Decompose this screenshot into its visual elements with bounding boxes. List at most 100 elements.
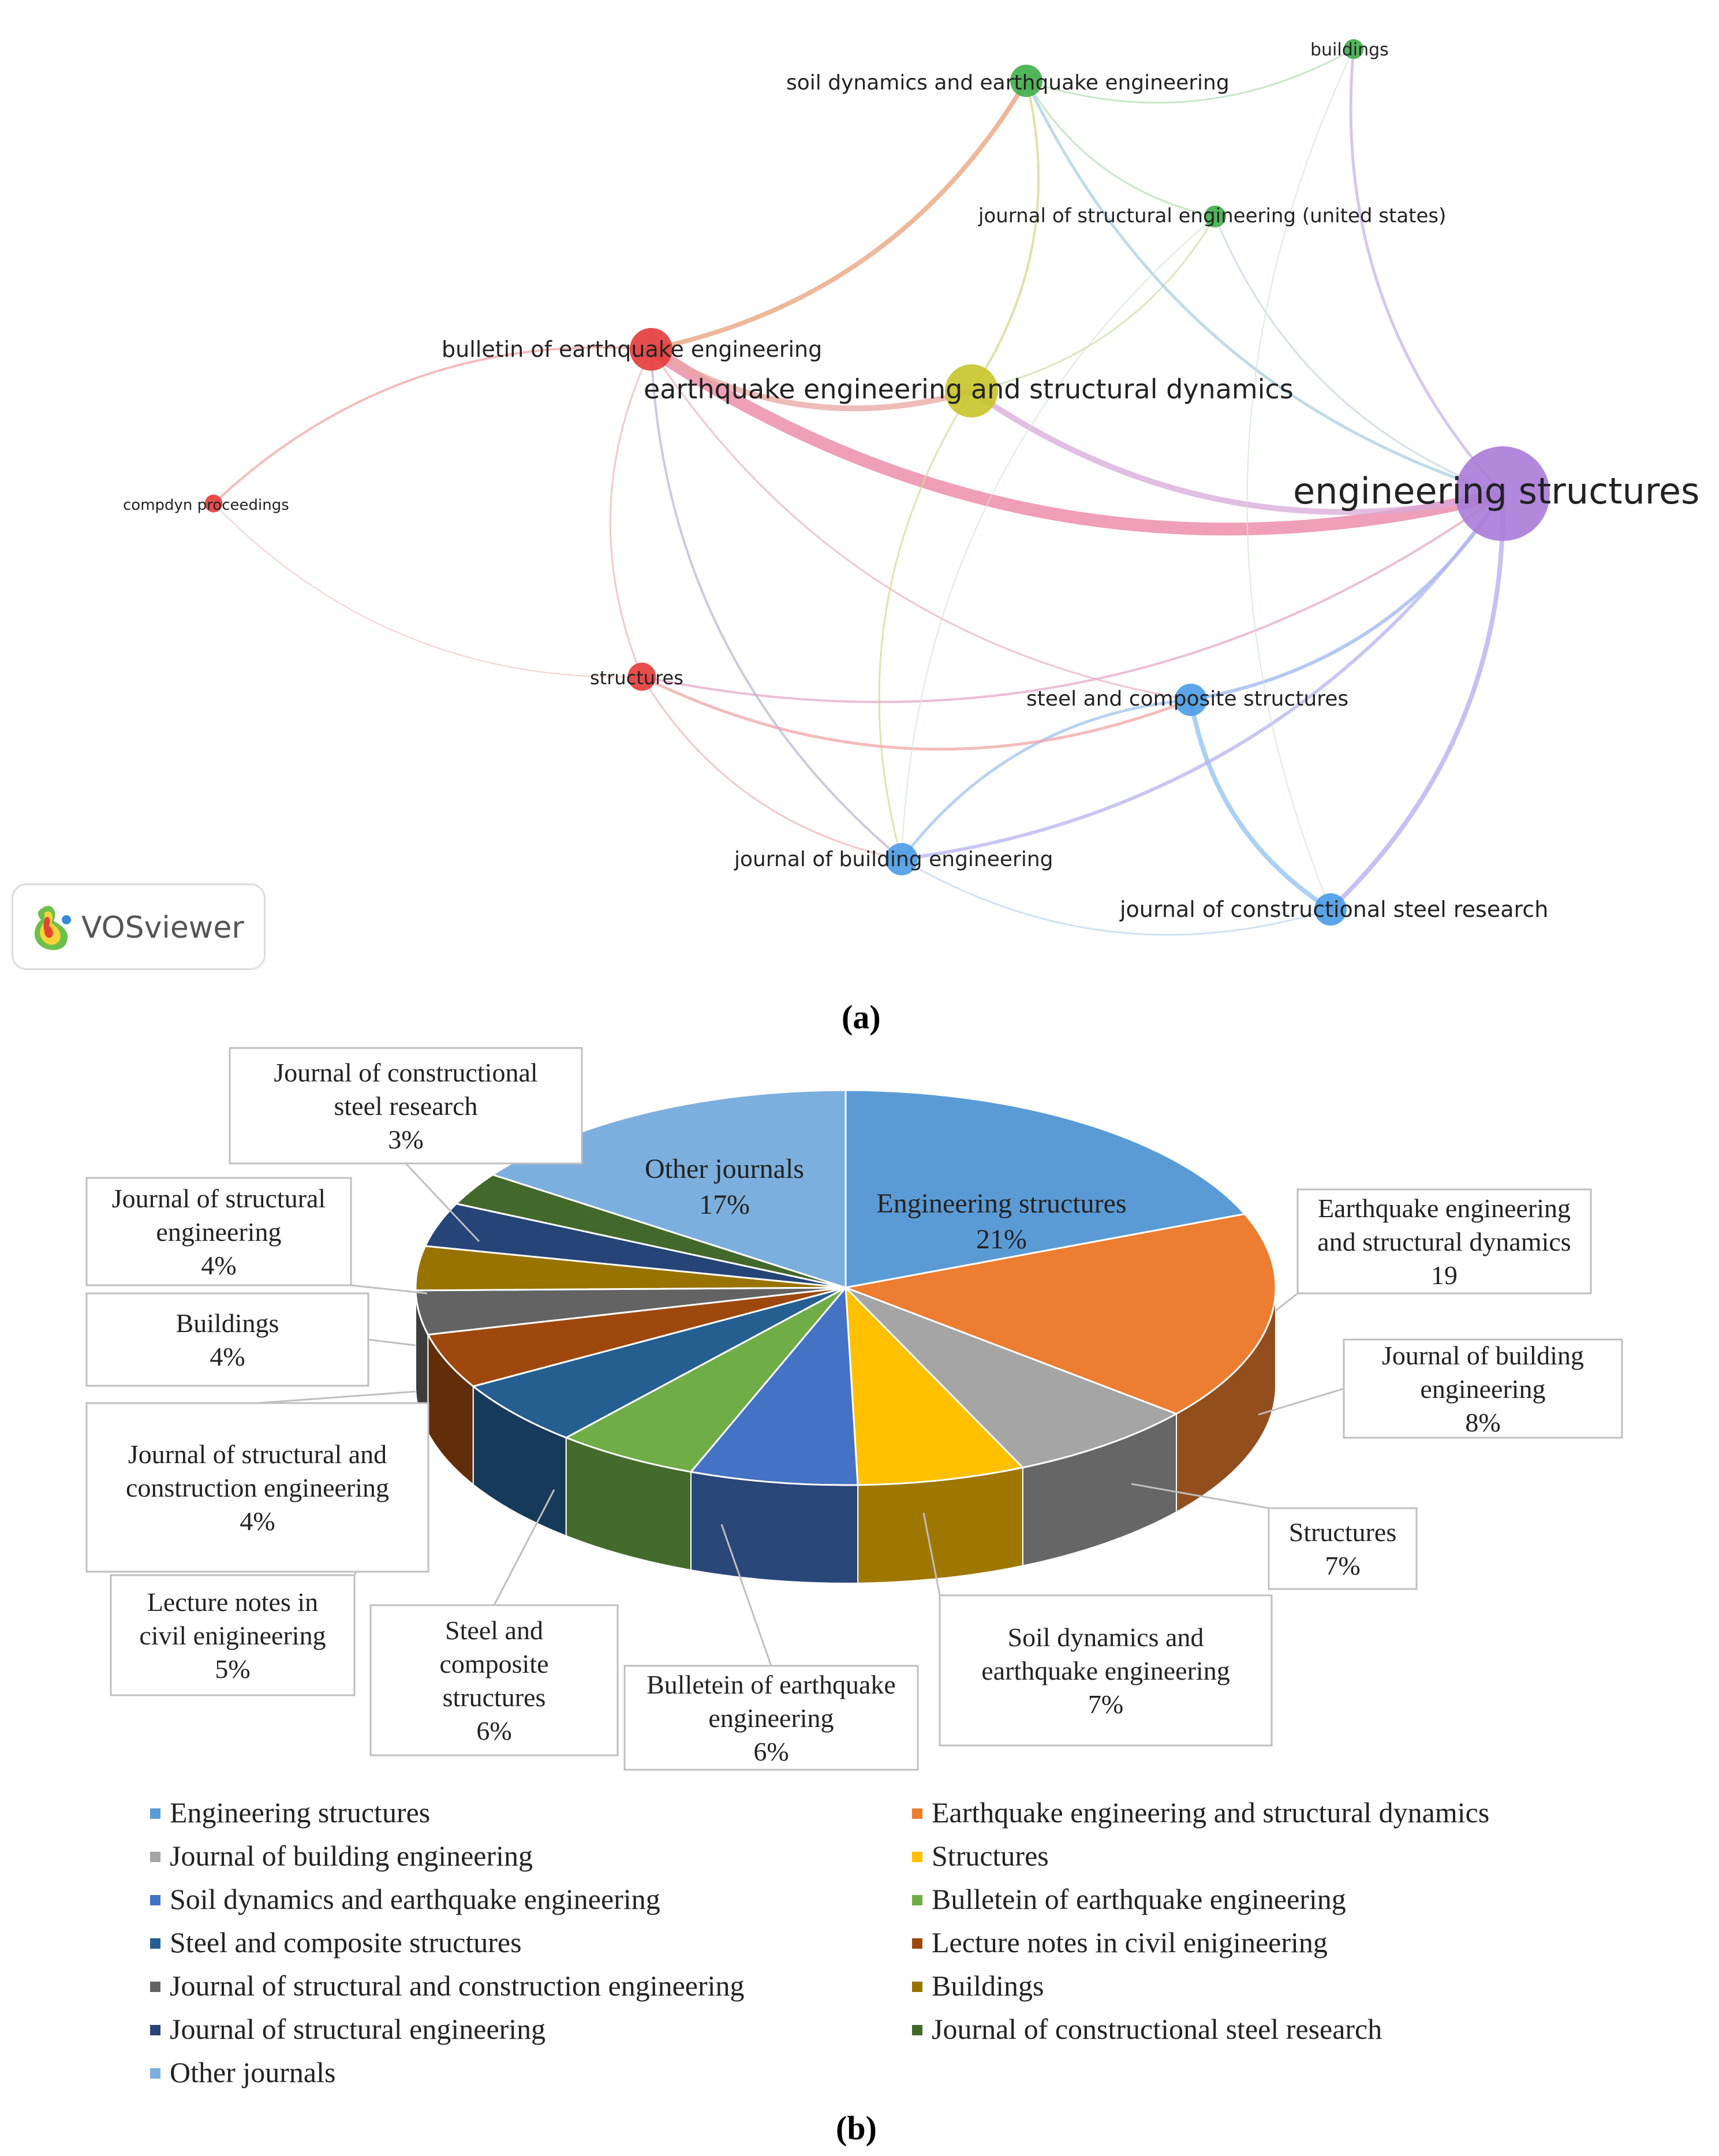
legend-swatch — [912, 2024, 922, 2035]
pie-data-label: structures — [443, 1683, 546, 1712]
network-node-label: soil dynamics and earthquake engineering — [786, 71, 1230, 95]
legend-swatch — [912, 1894, 922, 1905]
network-link — [1025, 80, 1503, 495]
pie-label-box — [85, 1177, 352, 1286]
legend-label: Soil dynamics and earthquake engineering — [170, 1883, 660, 1915]
legend-item: Buildings — [912, 1969, 1044, 2002]
network-node[interactable] — [204, 494, 223, 513]
pie-data-label: engineering — [156, 1217, 281, 1247]
network-node-label: buildings — [1310, 40, 1389, 60]
legend-swatch — [150, 1894, 160, 1905]
network-link — [641, 493, 1504, 703]
network-node[interactable] — [945, 364, 998, 417]
legend-swatch — [150, 2068, 160, 2079]
pie-data-label: 7% — [1088, 1689, 1123, 1719]
legend-label: Buildings — [932, 1970, 1044, 2002]
pie-data-label: 17% — [699, 1189, 750, 1220]
pie-data-label: Buildings — [176, 1308, 279, 1338]
vosviewer-logo-icon — [34, 905, 71, 950]
legend-label: Structures — [932, 1840, 1049, 1872]
pie-slice[interactable] — [844, 1286, 1179, 1469]
network-link — [900, 698, 1191, 860]
network-link — [212, 346, 652, 505]
pie-slice[interactable] — [564, 1286, 847, 1473]
network-link — [1329, 493, 1505, 911]
network-node[interactable] — [1010, 65, 1042, 97]
pie-data-label: 4% — [210, 1342, 245, 1371]
legend-label: Earthquake engineering and structural dy… — [932, 1796, 1490, 1829]
legend-item: Bulletein of earthquake engineering — [912, 1882, 1346, 1916]
legend-item: Earthquake engineering and structural dy… — [912, 1796, 1489, 1829]
network-node[interactable] — [1455, 446, 1550, 541]
network-node-label: compdyn proceedings — [123, 497, 289, 514]
network-link — [650, 349, 1191, 701]
pie-data-label: Journal of building — [1382, 1341, 1584, 1370]
network-node[interactable] — [1175, 684, 1207, 716]
network-link — [970, 388, 1504, 515]
pie-data-label: 5% — [215, 1654, 250, 1684]
pie-slice[interactable] — [844, 1089, 1247, 1289]
network-node[interactable] — [1343, 39, 1364, 59]
legend-item: Steel and composite structures — [150, 1926, 522, 1959]
caption-a: (a) — [842, 998, 881, 1036]
network-link — [651, 79, 1029, 352]
pie-label-box — [85, 1402, 429, 1573]
pie-data-label: 8% — [1465, 1408, 1500, 1437]
network-link — [901, 493, 1504, 861]
legend-label: Other journals — [170, 2056, 336, 2088]
network-link — [641, 675, 1191, 751]
pie-slice[interactable] — [842, 1213, 1277, 1415]
pie-data-label: 4% — [201, 1251, 236, 1280]
network-node-label: bulletin of earthquake engineering — [442, 337, 822, 362]
pie-slice[interactable] — [689, 1285, 859, 1486]
pie-data-label: 7% — [1325, 1551, 1360, 1580]
network-link — [901, 216, 1216, 860]
pie-data-label: Journal of structural — [112, 1184, 326, 1213]
pie-label-box — [369, 1604, 619, 1756]
network-link — [650, 349, 903, 860]
network-node[interactable] — [1204, 206, 1226, 227]
network-node-label: journal of structural engineering (unite… — [978, 204, 1446, 227]
legend-item: Engineering structures — [150, 1796, 430, 1829]
pie-label-box — [85, 1292, 369, 1387]
legend-item: Journal of structural engineering — [150, 2012, 545, 2046]
legend-item: Journal of constructional steel research — [912, 2012, 1382, 2046]
network-node[interactable] — [1314, 893, 1347, 926]
pie-leader-line — [1258, 1387, 1344, 1416]
pie-data-label: Soil dynamics and — [1008, 1622, 1204, 1652]
pie-label-box — [1268, 1507, 1418, 1590]
pie-label-box — [1343, 1338, 1623, 1439]
pie-leader-line — [1131, 1483, 1269, 1509]
pie-slice[interactable] — [471, 1286, 846, 1439]
network-link — [609, 349, 652, 677]
pie-data-label: 4% — [240, 1506, 275, 1536]
network-link — [901, 858, 1331, 936]
network-link — [1246, 49, 1354, 910]
network-link — [213, 503, 642, 678]
pie-leader-line — [257, 1390, 416, 1404]
network-node[interactable] — [630, 328, 672, 371]
pie-slice[interactable] — [427, 1286, 846, 1387]
network-node-label: journal of constructional steel research — [1119, 897, 1548, 922]
legend-item: Structures — [912, 1839, 1049, 1872]
pie-data-label: steel research — [334, 1091, 477, 1121]
network-link — [641, 676, 902, 860]
legend-label: Bulletein of earthquake engineering — [932, 1883, 1346, 1915]
network-node[interactable] — [885, 843, 918, 875]
legend-label: Engineering structures — [170, 1796, 431, 1829]
pie-data-label: 19 — [1431, 1260, 1458, 1290]
network-node[interactable] — [627, 662, 656, 691]
pie-data-label: 3% — [388, 1125, 423, 1154]
legend-label: Journal of building engineering — [170, 1840, 533, 1872]
network-link — [1214, 216, 1503, 495]
pie-data-label: 21% — [976, 1224, 1027, 1255]
network-link — [878, 390, 973, 860]
legend-swatch — [912, 1808, 922, 1819]
pie-data-label: engineering — [1420, 1374, 1545, 1404]
pie-data-label: Journal of structural and — [128, 1439, 387, 1469]
network-link — [1189, 699, 1332, 912]
network-link — [1025, 80, 1216, 218]
pie-slice[interactable] — [844, 1285, 1025, 1486]
legend-swatch — [150, 1808, 160, 1819]
pie-data-label: Lecture notes in — [147, 1587, 318, 1617]
